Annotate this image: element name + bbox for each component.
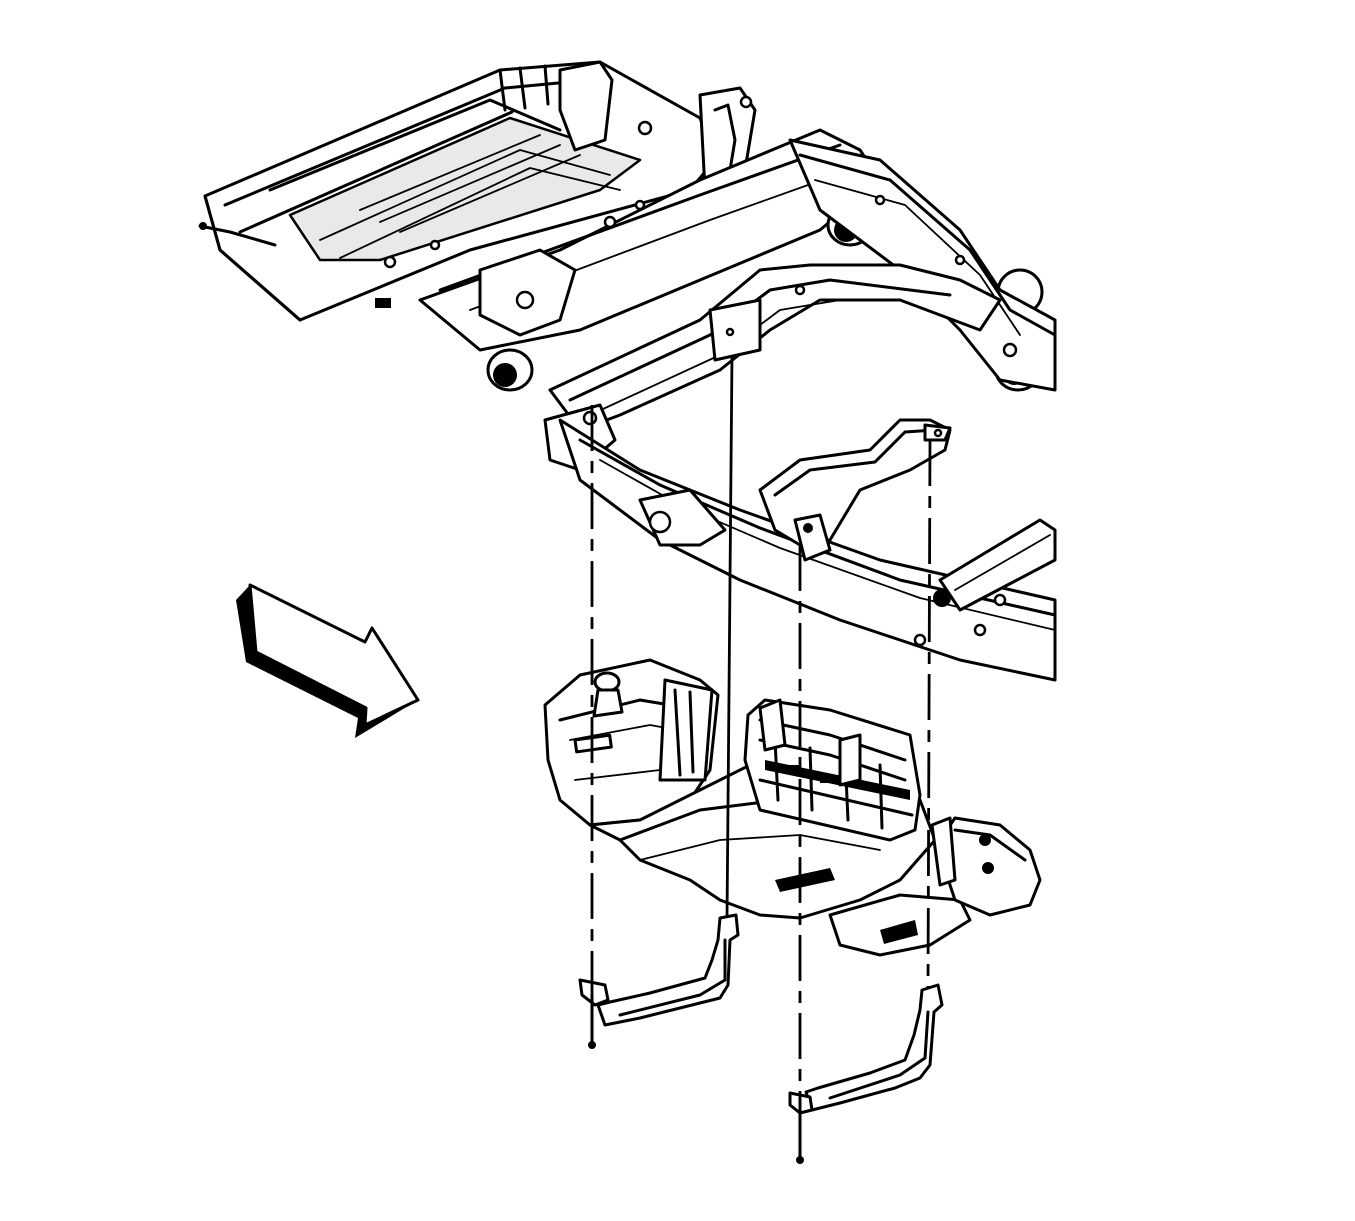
frame-right-rail: [788, 138, 1057, 392]
strap-bolt: [588, 993, 804, 1164]
vehicle-front-arrow: [236, 583, 420, 738]
rear-fuel-tank-strap: [788, 983, 944, 1115]
frame-rear-section: [198, 60, 717, 322]
vehicle-frame: [198, 60, 1057, 682]
tank-rear-bracket: [930, 816, 1042, 917]
front-fuel-tank-strap: [578, 913, 740, 1027]
fuel-tank-shield: [743, 698, 922, 842]
alignment-lines: [590, 354, 932, 1100]
frame-cross-member: [418, 128, 882, 352]
